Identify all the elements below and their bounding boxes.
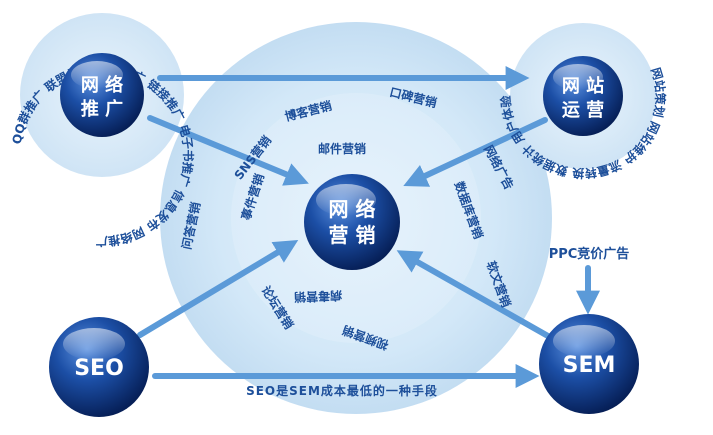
operations-node[interactable]: 网 站 运 营 (543, 56, 623, 136)
channel-viral: 病毒营销 (294, 288, 343, 305)
sem-label: SEM (563, 353, 616, 378)
center-label-line1: 网 络 (329, 197, 376, 221)
bottom-note: SEO是SEM成本最低的一种手段 (246, 383, 438, 398)
seo-shine (63, 328, 125, 360)
ppc-label: PPC竞价广告 (549, 246, 630, 262)
promotion-node[interactable]: 网 络 推 广 (60, 53, 144, 137)
center-shine (316, 184, 376, 216)
seo-node[interactable]: SEO (49, 317, 149, 417)
channel-email: 邮件营销 (318, 141, 366, 156)
sem-node[interactable]: SEM (539, 314, 639, 414)
operations-shine (553, 64, 603, 90)
center-label-line2: 营 销 (329, 223, 376, 247)
operations-label-line2: 运 营 (562, 99, 604, 121)
promotion-label-line1: 网 络 (81, 74, 123, 96)
arrow-seo-to-center (137, 240, 299, 338)
center-node[interactable]: 网 络 营 销 (304, 174, 400, 270)
arrow-sem-to-center (396, 250, 558, 343)
operations-label-line1: 网 站 (562, 75, 604, 97)
promotion-shine (71, 61, 123, 89)
seo-label: SEO (74, 356, 124, 381)
sem-shine (553, 325, 615, 357)
arrow-operations-to-center (403, 117, 548, 187)
arrow-promotion-to-center (147, 115, 309, 186)
promotion-label-line2: 推 广 (81, 98, 123, 120)
